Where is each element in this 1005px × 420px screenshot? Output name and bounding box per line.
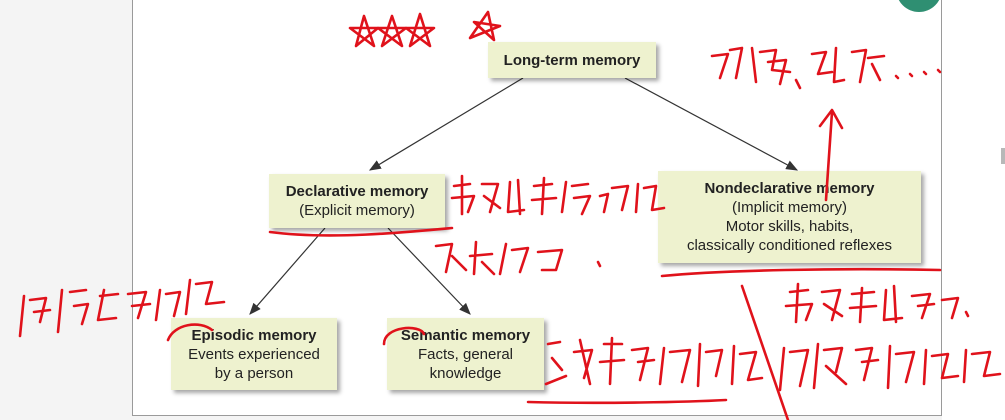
node-subtitle: (Explicit memory) xyxy=(299,202,415,219)
handwriting-top-right xyxy=(710,46,942,90)
edge-ltm-nondeclarative xyxy=(624,77,799,171)
handwriting-implicit xyxy=(784,282,970,324)
arrow-up-icon xyxy=(818,108,844,202)
node-line: Facts, general xyxy=(417,345,514,363)
node-episodic-memory: Episodic memory Events experienced by a … xyxy=(171,318,337,390)
handwriting-implicit-note xyxy=(778,342,1002,392)
edge-declarative-semantic xyxy=(387,227,471,315)
handwriting-declarative xyxy=(268,174,666,237)
handwriting-semantic xyxy=(526,336,764,405)
slash-line xyxy=(740,284,790,420)
node-title: Long-term memory xyxy=(503,51,641,69)
node-semantic-memory: Semantic memory Facts, general knowledge xyxy=(387,318,544,390)
node-declarative-memory: Declarative memory (Explicit memory) xyxy=(269,174,445,228)
node-line: classically conditioned reflexes xyxy=(686,237,893,254)
node-line: by a person xyxy=(214,364,294,382)
semantic-circle xyxy=(382,326,426,346)
handwriting-explicit-note xyxy=(434,240,602,276)
underline-nondeclarative xyxy=(660,267,942,278)
node-title: Declarative memory xyxy=(285,183,429,200)
edge-declarative-episodic xyxy=(249,227,326,315)
scrollbar[interactable] xyxy=(1001,148,1005,164)
node-line: Motor skills, habits, xyxy=(725,218,854,235)
handwriting-episodic xyxy=(18,278,226,342)
node-line: (Implicit memory) xyxy=(732,199,847,216)
edge-ltm-declarative xyxy=(368,77,524,171)
node-title: Nondeclarative memory xyxy=(704,180,875,197)
node-line: Events experienced xyxy=(188,345,320,363)
right-panel xyxy=(942,0,1005,420)
node-line: knowledge xyxy=(429,364,502,382)
node-title: Episodic memory xyxy=(191,326,317,344)
node-long-term-memory: Long-term memory xyxy=(488,42,656,78)
node-nondeclarative-memory: Nondeclarative memory (Implicit memory) … xyxy=(658,171,921,263)
node-title: Semantic memory xyxy=(400,326,531,344)
star-doodle xyxy=(348,10,502,48)
